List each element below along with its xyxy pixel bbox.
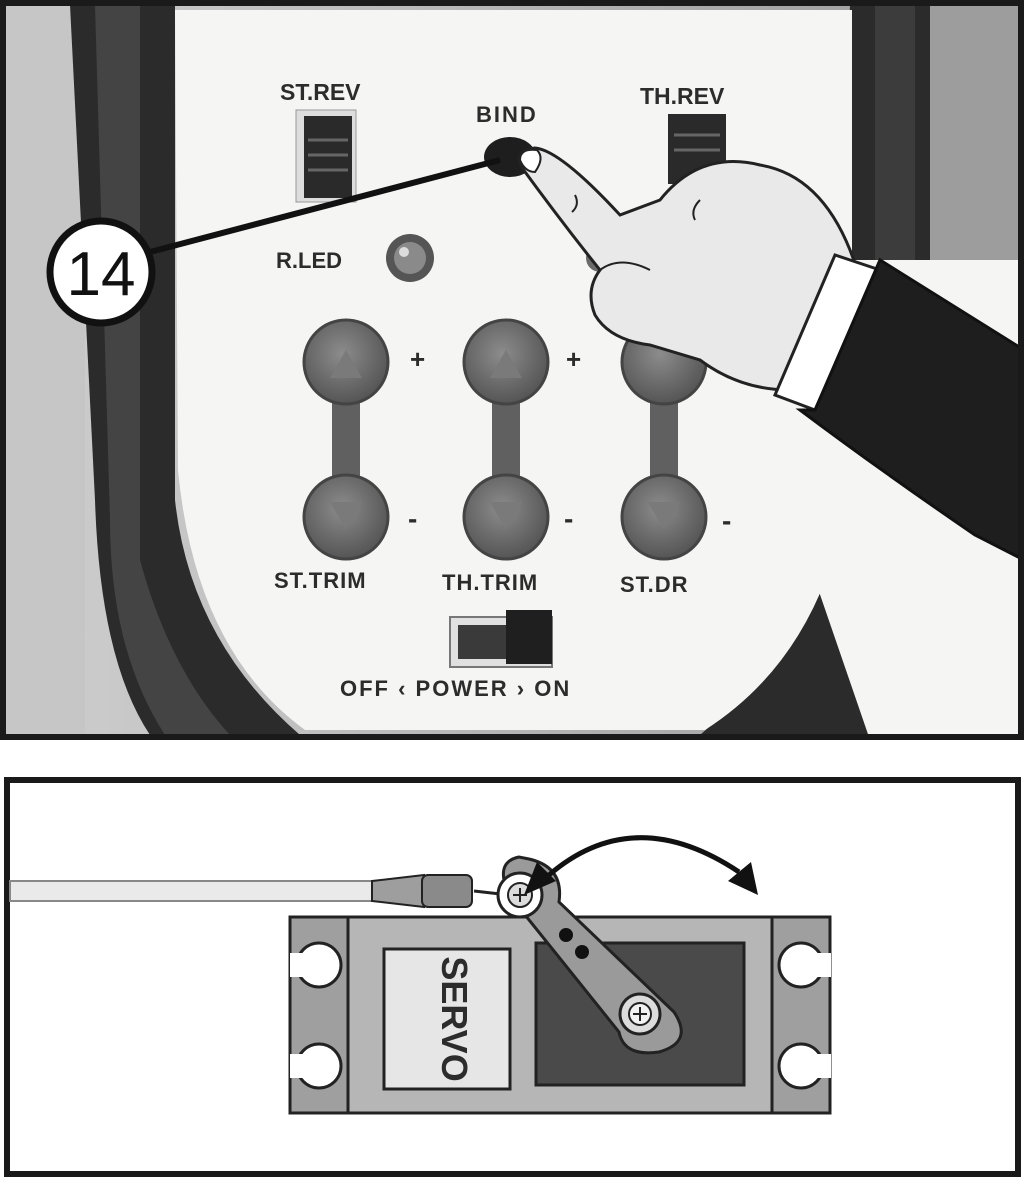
pushrod-connector	[371, 873, 510, 909]
power-label: OFF ‹ POWER › ON	[340, 676, 571, 701]
servo-label-plate	[382, 947, 512, 1091]
transmitter-illustration: ST.REV BIND TH.REV R.LED	[0, 0, 1024, 740]
r-led-label: R.LED	[276, 248, 342, 273]
st-trim-rocker[interactable]	[302, 318, 390, 561]
servo-arm[interactable]	[496, 855, 683, 1055]
callout-number: 14	[67, 240, 136, 309]
th-trim-rocker[interactable]	[462, 318, 550, 561]
pushrod	[9, 880, 381, 902]
pointing-hand-icon	[517, 146, 1024, 740]
servo-illustration: SERVO	[4, 777, 1021, 1177]
st-rev-switch[interactable]	[295, 109, 357, 203]
th-trim-minus: -	[564, 503, 573, 534]
bind-label: BIND	[476, 102, 538, 127]
r-led-indicator	[386, 234, 434, 282]
servo-diagram-panel: SERVO	[4, 777, 1021, 1177]
servo-text: SERVO	[434, 956, 475, 1081]
st-trim-plus: +	[410, 344, 425, 374]
st-dr-label: ST.DR	[620, 572, 689, 597]
th-rev-label: TH.REV	[640, 83, 725, 109]
rotation-arrow-icon	[524, 835, 758, 895]
callout-leader-line	[149, 157, 501, 255]
callout-badge	[46, 217, 156, 327]
st-dr-minus: -	[722, 505, 731, 536]
left-wall	[5, 5, 85, 735]
transmitter-photo-panel: ST.REV BIND TH.REV R.LED	[0, 0, 1024, 740]
st-trim-label: ST.TRIM	[274, 568, 367, 593]
st-trim-minus: -	[408, 503, 417, 534]
power-switch[interactable]	[449, 610, 553, 668]
st-rev-label: ST.REV	[280, 79, 361, 105]
th-trim-label: TH.TRIM	[442, 570, 538, 595]
top-panel-frame	[0, 0, 1024, 740]
th-trim-plus: +	[566, 344, 581, 374]
